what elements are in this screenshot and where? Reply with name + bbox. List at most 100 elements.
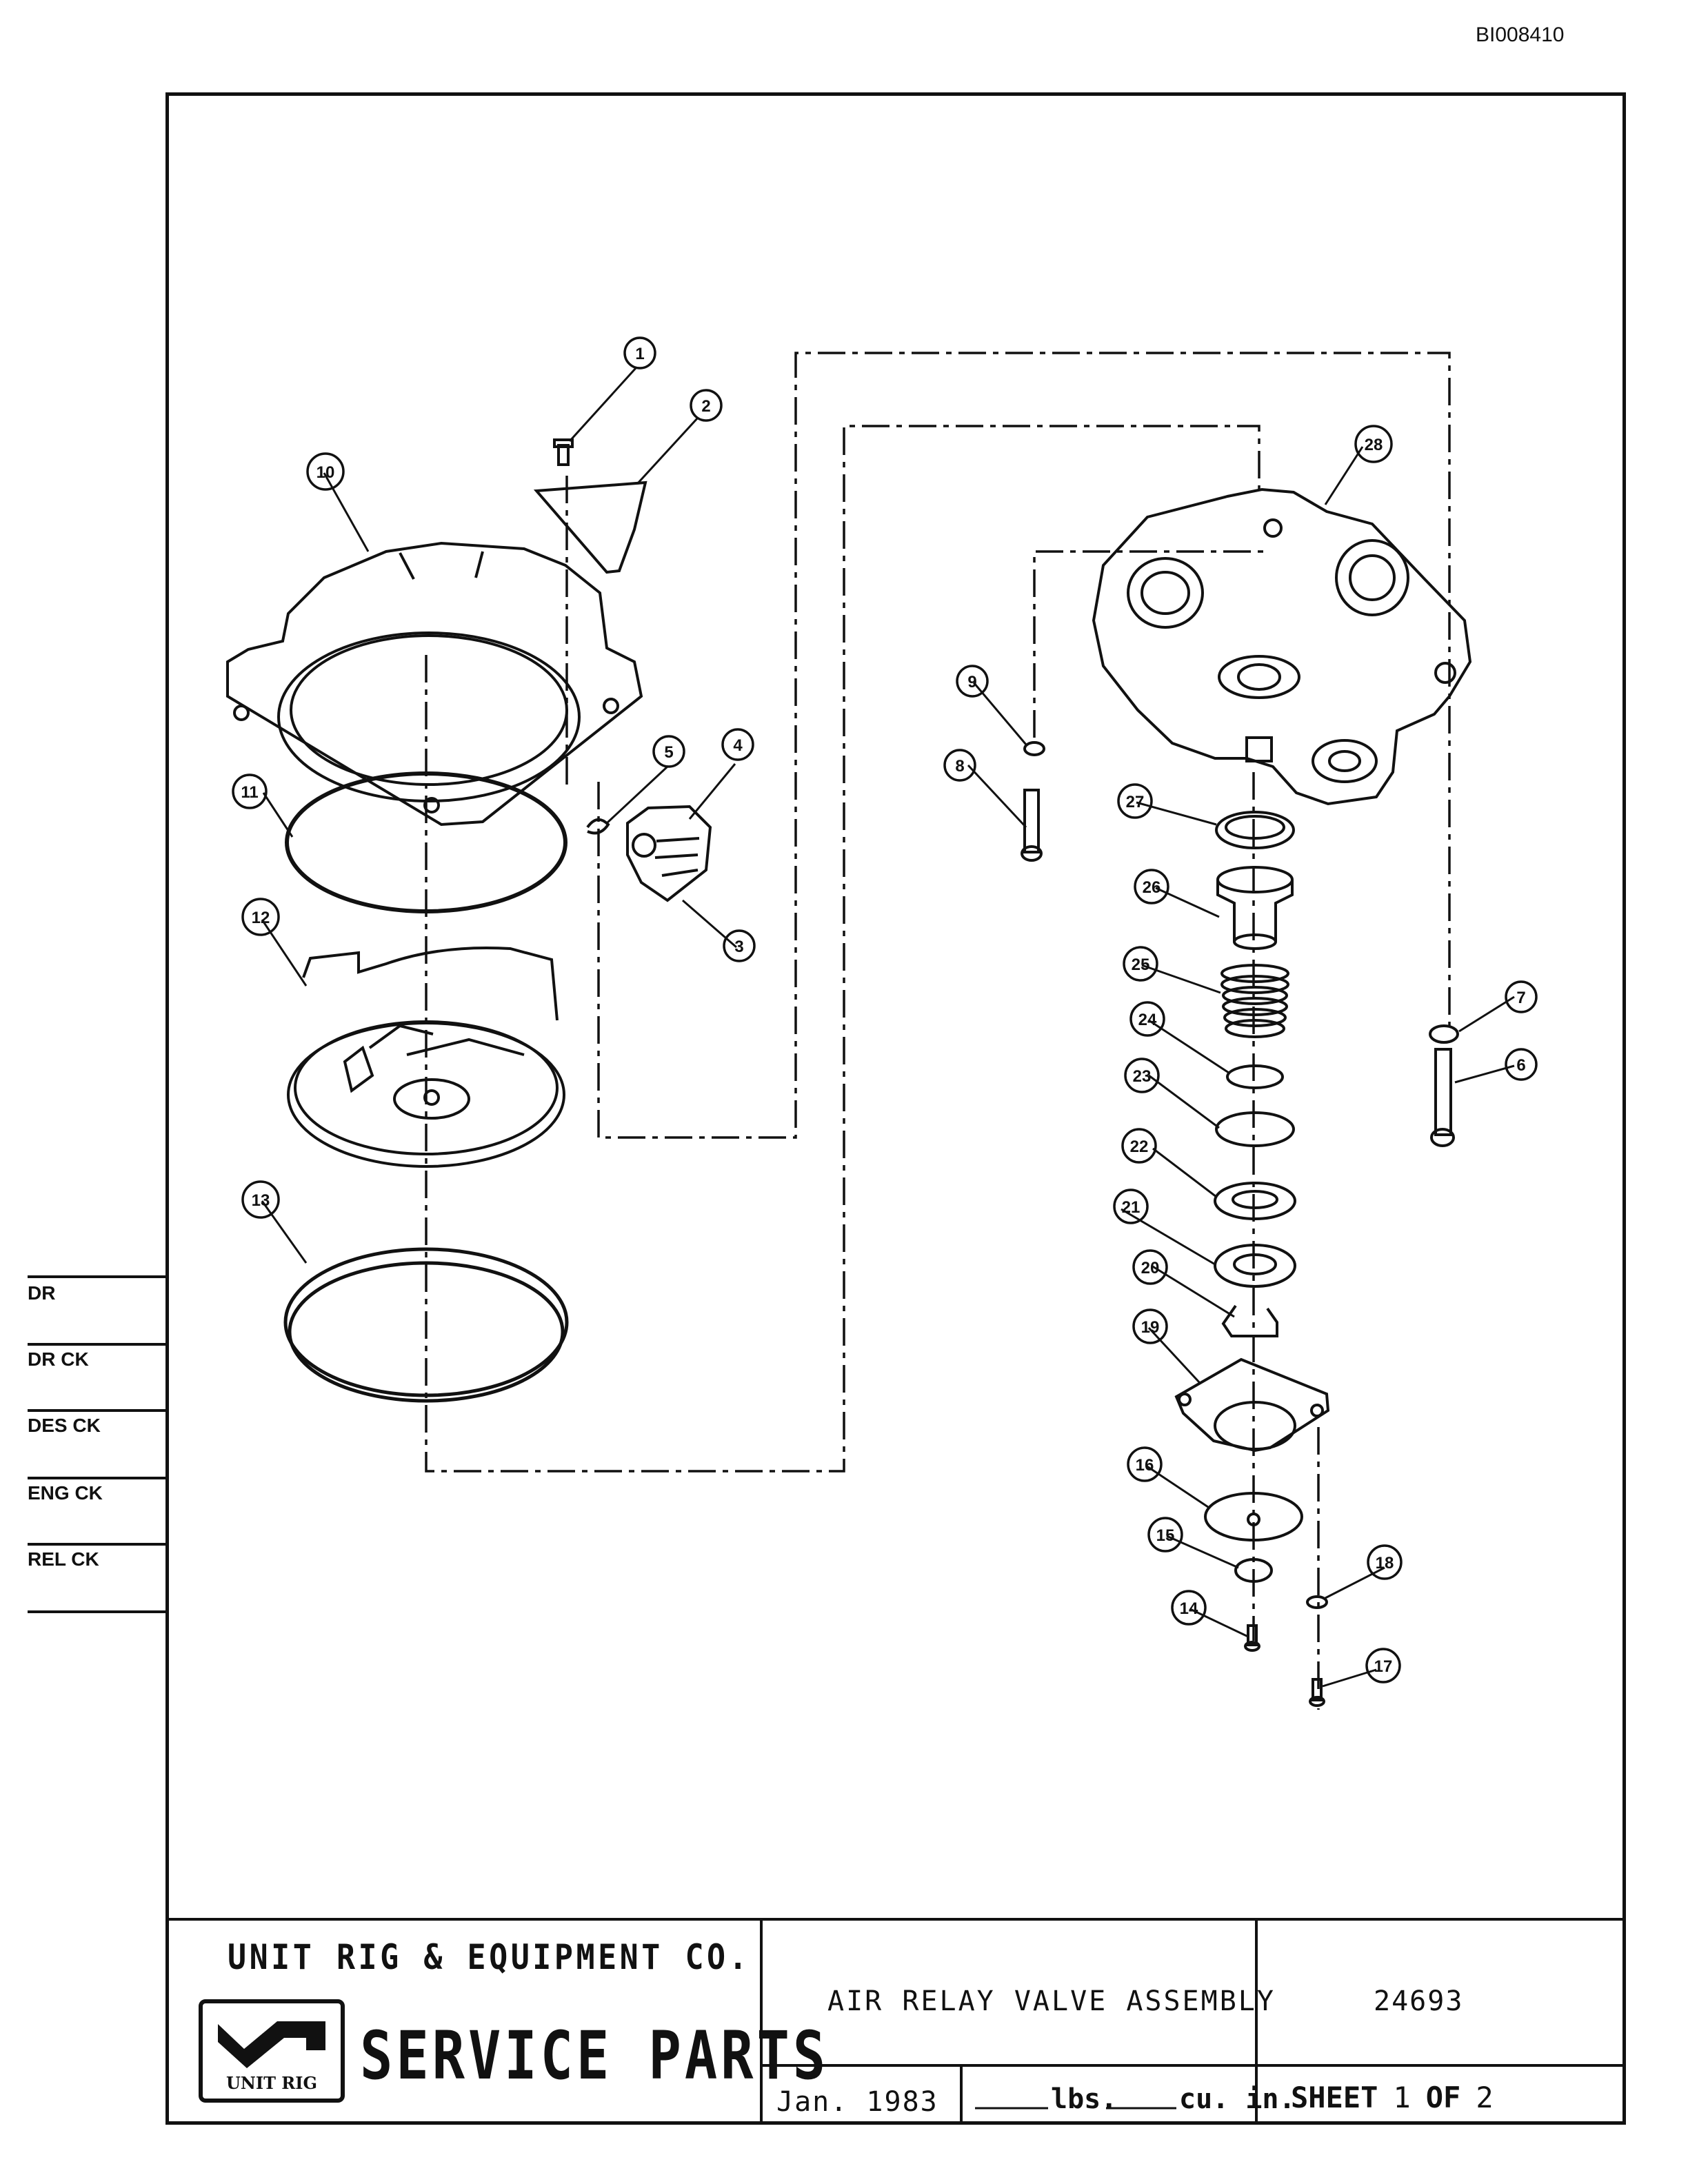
drawing-number: 24693 bbox=[1374, 1985, 1464, 2017]
callout-balloon bbox=[721, 728, 754, 761]
service-parts-heading: SERVICE PARTS bbox=[360, 2017, 830, 2094]
part-22-o-ring bbox=[1215, 1111, 1295, 1147]
callout-balloon bbox=[1124, 1058, 1160, 1093]
sheet-field: SHEET 1 OF 2 bbox=[1291, 2081, 1509, 2114]
part-26-piston bbox=[1216, 866, 1294, 950]
callout-balloon bbox=[1367, 1544, 1403, 1580]
part-12-piston bbox=[287, 946, 565, 1168]
title-block-grid bbox=[167, 1918, 1625, 2123]
callout-number: 15 bbox=[1156, 1526, 1175, 1545]
callout-balloon bbox=[1113, 1189, 1149, 1224]
part-13-ring bbox=[283, 1247, 569, 1403]
check-line bbox=[28, 1477, 167, 1479]
check-line bbox=[28, 1543, 167, 1546]
callout-number: 28 bbox=[1365, 436, 1383, 454]
logo-text: UNIT RIG bbox=[226, 2073, 317, 2093]
check-label-dr-ck: DR CK bbox=[28, 1348, 89, 1370]
callout-balloon bbox=[652, 735, 685, 768]
part-24-seal bbox=[1214, 1182, 1296, 1220]
part-8-bolt bbox=[1021, 789, 1043, 862]
callout-number: 14 bbox=[1180, 1599, 1198, 1618]
part-10-housing bbox=[226, 541, 643, 827]
part-15-nut bbox=[1234, 1558, 1273, 1583]
part-16-diaphragm bbox=[1204, 1492, 1303, 1541]
part-1-screw bbox=[553, 438, 574, 466]
callout-number: 4 bbox=[733, 736, 743, 755]
part-7-washer bbox=[1429, 1024, 1459, 1044]
callout-balloon bbox=[1117, 783, 1153, 819]
part-3-4-plug bbox=[626, 805, 712, 902]
callout-balloon bbox=[1129, 1001, 1165, 1037]
drawing-title: AIR RELAY VALVE ASSEMBLY bbox=[827, 1985, 1276, 2017]
volume-label: cu. in. bbox=[1179, 2083, 1296, 2115]
callout-balloon bbox=[623, 336, 656, 370]
callout-number: 1 bbox=[635, 345, 644, 363]
leader-route-inner bbox=[425, 425, 1260, 1473]
part-19-cover bbox=[1174, 1357, 1330, 1453]
document-id: BI008410 bbox=[1476, 23, 1565, 46]
check-line bbox=[28, 1343, 167, 1346]
callout-balloon bbox=[306, 452, 345, 491]
callout-balloon bbox=[1123, 946, 1158, 982]
of-label: OF bbox=[1425, 2081, 1461, 2114]
callout-number: 25 bbox=[1132, 956, 1150, 974]
callout-number: 17 bbox=[1374, 1657, 1393, 1676]
callout-balloon bbox=[1147, 1517, 1183, 1553]
callout-number: 21 bbox=[1122, 1198, 1141, 1217]
callout-balloon bbox=[1505, 980, 1538, 1013]
callout-number: 6 bbox=[1516, 1056, 1525, 1075]
part-6-bolt bbox=[1430, 1048, 1455, 1147]
callout-number: 27 bbox=[1126, 793, 1145, 811]
callout-number: 22 bbox=[1130, 1138, 1149, 1156]
part-28-valve-body bbox=[1092, 487, 1472, 806]
weight-label: lbs. bbox=[1051, 2083, 1118, 2115]
check-label-des-ck: DES CK bbox=[28, 1415, 101, 1436]
part-11-o-ring bbox=[285, 771, 567, 913]
drawing-date: Jan. 1983 bbox=[776, 2086, 938, 2118]
callout-number: 11 bbox=[241, 783, 258, 802]
sheet-label: SHEET bbox=[1291, 2081, 1378, 2114]
callout-balloon bbox=[723, 929, 756, 962]
check-label-rel-ck: REL CK bbox=[28, 1548, 99, 1570]
sheet-total: 2 bbox=[1476, 2081, 1494, 2114]
callout-balloon bbox=[1127, 1446, 1163, 1482]
sheet-number: 1 bbox=[1393, 2081, 1411, 2114]
callout-number: 20 bbox=[1141, 1259, 1160, 1277]
callout-balloon bbox=[1354, 425, 1393, 463]
leader-route-bolt bbox=[1033, 550, 1269, 738]
callout-balloon bbox=[1132, 1249, 1168, 1285]
callout-number: 9 bbox=[967, 673, 976, 691]
callout-balloon bbox=[690, 389, 723, 422]
callout-balloon bbox=[1132, 1308, 1168, 1344]
callout-numbers: 1 2 3 4 5 6 7 8 9 10 11 12 13 14 15 16 1… bbox=[241, 345, 1525, 1676]
part-5-spring bbox=[586, 818, 610, 835]
check-line bbox=[28, 1275, 167, 1278]
part-20-retainer bbox=[1221, 1304, 1278, 1337]
callout-number: 3 bbox=[734, 938, 743, 956]
callout-balloon bbox=[1171, 1590, 1207, 1626]
callout-balloon bbox=[1121, 1128, 1157, 1164]
callout-balloons bbox=[232, 336, 1538, 1684]
callout-number: 12 bbox=[252, 909, 270, 927]
part-27-ring bbox=[1215, 811, 1295, 849]
part-14-screw bbox=[1244, 1624, 1260, 1652]
part-18-washer bbox=[1306, 1595, 1328, 1609]
check-line bbox=[28, 1610, 167, 1613]
callout-number: 5 bbox=[664, 743, 673, 762]
callout-balloon bbox=[943, 749, 976, 782]
callout-balloon bbox=[232, 774, 268, 809]
unit-rig-logo: UNIT RIG bbox=[199, 1999, 345, 2103]
callout-number: 24 bbox=[1138, 1011, 1157, 1029]
callout-balloon bbox=[956, 665, 989, 698]
callout-number: 2 bbox=[701, 397, 710, 416]
check-line bbox=[28, 1409, 167, 1412]
callout-balloon bbox=[1505, 1048, 1538, 1081]
part-9-washer bbox=[1023, 741, 1045, 756]
check-label-eng-ck: ENG CK bbox=[28, 1482, 103, 1504]
callout-balloon bbox=[241, 1180, 280, 1219]
check-label-dr: DR bbox=[28, 1282, 56, 1304]
callout-number: 8 bbox=[955, 757, 964, 776]
part-23-o-ring bbox=[1226, 1064, 1284, 1089]
callout-number: 23 bbox=[1133, 1067, 1152, 1086]
